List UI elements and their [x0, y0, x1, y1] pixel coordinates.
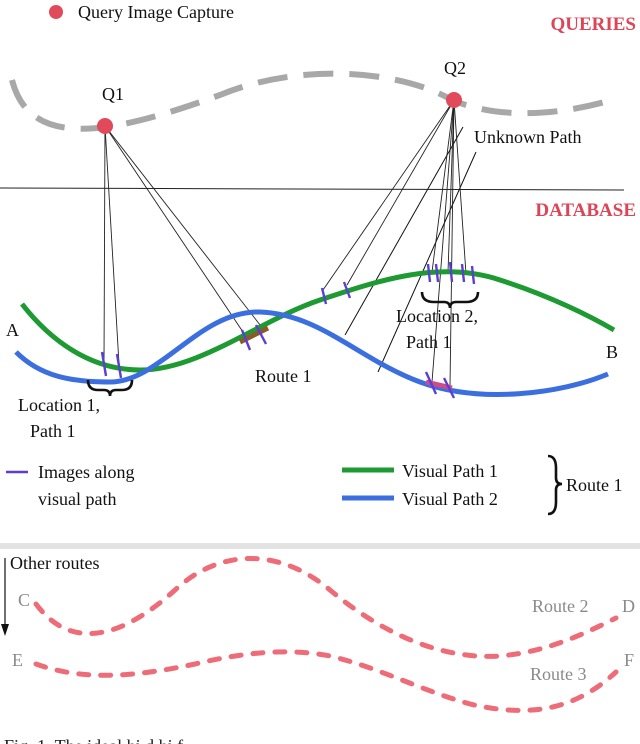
q1-correspondence-lines: [103, 125, 265, 365]
queries-section-label: QUERIES: [550, 14, 636, 35]
query-q1-dot: [97, 118, 113, 134]
legend-route-brace: [547, 454, 563, 516]
query-q1-label: Q1: [102, 84, 124, 104]
legend-query-capture-label: Query Image Capture: [78, 2, 234, 22]
database-section-label: DATABASE: [535, 200, 636, 221]
route-3-curve: [33, 649, 619, 713]
unknown-path-label: Unknown Path: [474, 127, 582, 147]
location1-label-line1: Location 1,: [18, 395, 100, 415]
visual-path-1-curve: [20, 269, 616, 373]
q2-correspondence-lines: [322, 99, 467, 387]
endpoint-b-label: B: [606, 342, 618, 362]
image-ticks: [100, 261, 476, 399]
legend-images-along-line1: Images along: [38, 462, 134, 482]
endpoint-f-label: F: [624, 650, 634, 670]
route-3-label: Route 3: [530, 664, 587, 684]
queries-database-separator: [0, 187, 625, 191]
visual-path-2-curve: [14, 309, 609, 397]
legend-query-dot: [49, 5, 63, 19]
endpoint-c-label: C: [18, 590, 30, 610]
legend-visual-path-1-label: Visual Path 1: [402, 461, 498, 481]
figure-caption-fragment: Fig. 1. The ideal hi d hi f: [4, 736, 183, 744]
legend-visual-path-2-label: Visual Path 2: [402, 489, 498, 509]
legend-images-along-line2: visual path: [38, 489, 117, 509]
endpoint-a-label: A: [6, 320, 19, 340]
other-routes-arrow-head: [1, 624, 9, 636]
location2-label-line1: Location 2,: [396, 306, 478, 326]
location2-brace: [420, 291, 480, 309]
query-q2-dot: [446, 92, 462, 108]
location2-label-line2: Path 1: [406, 332, 452, 352]
unknown-path-leader: [344, 126, 464, 336]
endpoint-d-label: D: [622, 596, 635, 616]
query-q2-label: Q2: [444, 58, 466, 78]
legend-route-label: Route 1: [566, 475, 623, 495]
location1-label-line2: Path 1: [30, 421, 76, 441]
other-routes-divider: [0, 543, 640, 549]
route-1-label: Route 1: [255, 366, 312, 386]
unknown-query-path: [9, 70, 613, 132]
endpoint-e-label: E: [12, 650, 23, 670]
route-2-curve: [33, 556, 619, 659]
route-2-label: Route 2: [532, 596, 589, 616]
location1-brace: [86, 379, 134, 397]
other-routes-title: Other routes: [10, 553, 99, 573]
